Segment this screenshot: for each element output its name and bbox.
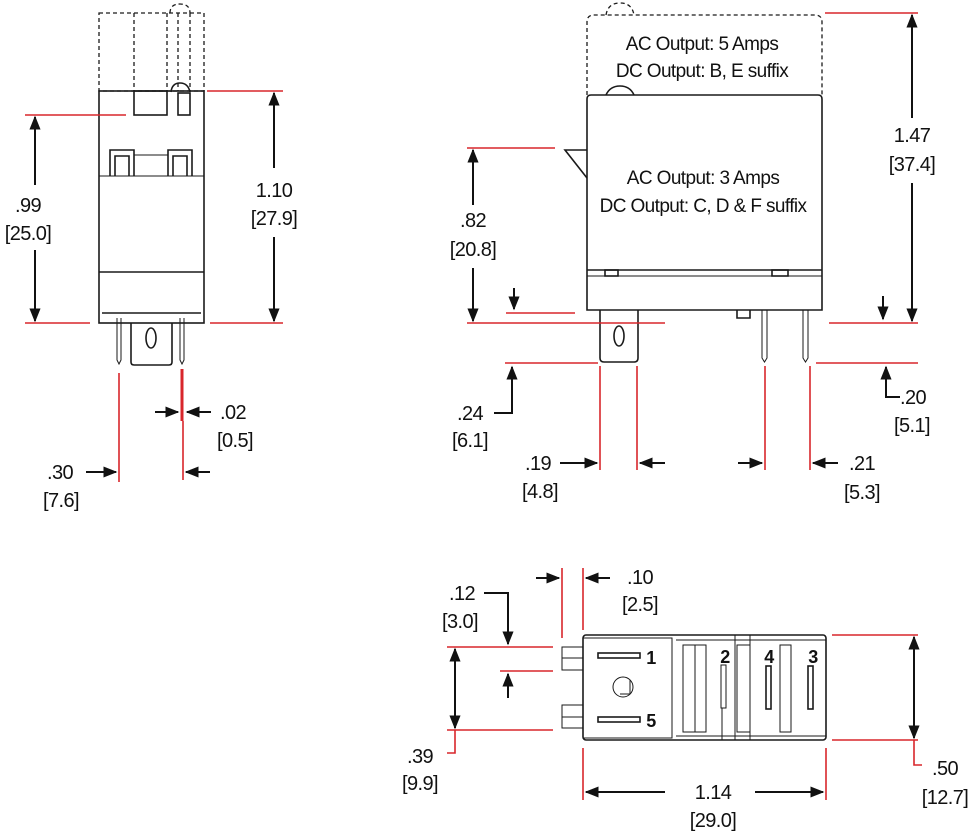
dim-body-height-mm: [25.0] [5, 223, 51, 245]
dim-body-height-in: .82 [460, 210, 486, 232]
pin-label-2: 2 [720, 647, 730, 667]
dim-plug-length-in: .24 [457, 403, 483, 425]
dim-width-mm: [12.7] [922, 787, 968, 809]
dim-tab-depth-mm: [2.5] [622, 594, 658, 616]
side-view: .99 [25.0] 1.10 [27.9] .02 [0.5] .30 [7.… [5, 3, 298, 512]
relay-body-side [98, 82, 205, 366]
pin-label-5: 5 [646, 711, 656, 731]
dim-pin-spacing-mm: [7.6] [43, 490, 79, 512]
dim-length-in: 1.14 [695, 782, 732, 804]
bottom-view: 1 5 2 4 3 .10 [2.5] .12 [3.0] .39 [9.9] … [402, 567, 969, 832]
dim-tab-span-in: .39 [407, 746, 433, 768]
dim-tab-offset-in: .12 [449, 583, 475, 605]
front-view: AC Output: 5 Amps DC Output: B, E suffix… [450, 2, 936, 504]
dim-pin-spacing-in: .30 [47, 462, 73, 484]
note-body-line2: DC Output: C, D & F suffix [600, 196, 808, 217]
dim-pin-spacing-in: .21 [849, 453, 875, 475]
dim-body-height-mm: [20.8] [450, 239, 496, 261]
dim-plug-length-mm: [6.1] [452, 430, 488, 452]
dim-tab-span-mm: [9.9] [402, 773, 438, 795]
dim-total-height-mm: [37.4] [889, 154, 935, 176]
dim-tab-depth-in: .10 [627, 567, 653, 589]
dim-plug-width-in: .19 [525, 453, 551, 475]
relay-body-front [563, 94, 823, 363]
pin-label-1: 1 [646, 648, 656, 668]
dim-pin-length-in: .20 [900, 387, 926, 409]
dim-length-mm: [29.0] [690, 810, 736, 832]
pin-label-4: 4 [764, 647, 774, 667]
dim-total-height-in: 1.47 [894, 125, 931, 147]
note-top-line1: AC Output: 5 Amps [626, 34, 779, 55]
dim-pin-spacing-mm: [5.3] [844, 482, 880, 504]
dim-total-height-mm: [27.9] [251, 208, 297, 230]
dim-pin-thickness-mm: [0.5] [217, 430, 253, 452]
dim-body-height-in: .99 [15, 195, 41, 217]
dim-tab-offset-mm: [3.0] [442, 611, 478, 633]
dim-pin-thickness-in: .02 [220, 402, 246, 424]
dim-plug-width-mm: [4.8] [522, 481, 558, 503]
note-top-line2: DC Output: B, E suffix [616, 61, 789, 82]
dim-pin-length-mm: [5.1] [894, 415, 930, 437]
pin-label-3: 3 [808, 647, 818, 667]
note-body-line1: AC Output: 3 Amps [627, 168, 780, 189]
dim-total-height-in: 1.10 [256, 180, 293, 202]
dim-width-in: .50 [932, 758, 958, 780]
cover-outline-dashed [98, 3, 205, 92]
relay-body-bottom [561, 634, 827, 741]
